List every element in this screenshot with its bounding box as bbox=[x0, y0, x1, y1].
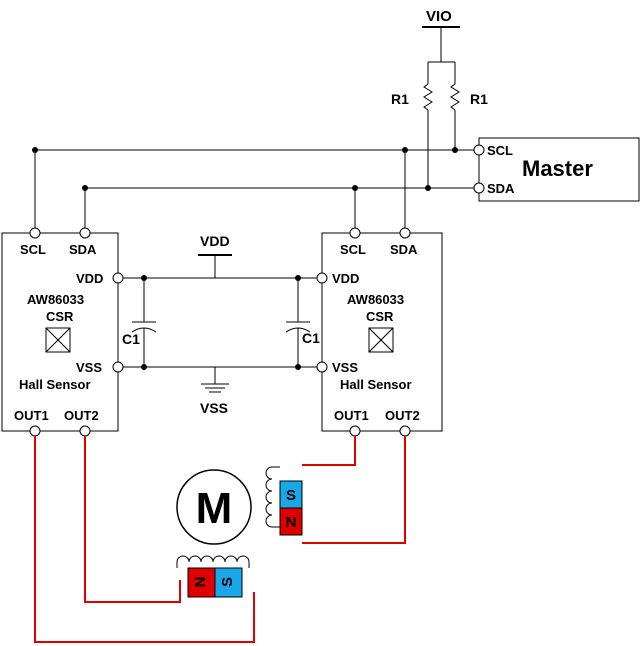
master-label: Master bbox=[522, 156, 593, 181]
part-label: AW86033 bbox=[347, 292, 404, 307]
pole-n-label: N bbox=[286, 514, 297, 531]
resistor-label: R1 bbox=[391, 91, 409, 107]
type-label: Hall Sensor bbox=[340, 377, 412, 392]
type-label: Hall Sensor bbox=[19, 377, 91, 392]
vdd-pin-label: VDD bbox=[76, 271, 103, 286]
vss-label: VSS bbox=[200, 400, 228, 416]
motor-symbol: M bbox=[176, 469, 252, 545]
magnet-right: S N bbox=[265, 466, 303, 536]
pole-n-label: N bbox=[192, 577, 209, 588]
vdd-label: VDD bbox=[200, 233, 230, 249]
variant-label: CSR bbox=[46, 309, 74, 324]
out2-pin-label: OUT2 bbox=[64, 408, 99, 423]
capacitor-c1-left: C1 bbox=[122, 278, 157, 367]
resistor-r1-left: R1 bbox=[391, 83, 433, 188]
pole-n bbox=[279, 507, 303, 536]
vio-label: VIO bbox=[426, 8, 452, 25]
resistor-label: R1 bbox=[470, 91, 488, 107]
vdd-pin-label: VDD bbox=[332, 271, 359, 286]
vss-pin-label: VSS bbox=[332, 360, 358, 375]
out2-pin-label: OUT2 bbox=[385, 408, 420, 423]
pole-n bbox=[187, 567, 216, 598]
pole-s-label: S bbox=[286, 487, 296, 504]
master-scl-pin: SCL bbox=[487, 143, 513, 158]
vio-supply: VIO bbox=[422, 8, 460, 84]
master-device: SCL SDA Master bbox=[473, 137, 640, 202]
scl-pin-label: SCL bbox=[340, 242, 366, 257]
capacitor-label: C1 bbox=[302, 330, 320, 346]
i2c-bus bbox=[32, 147, 475, 228]
out1-pin-label: OUT1 bbox=[334, 408, 369, 423]
hall-sensor-left: SCL SDA VDD AW86033 CSR VSS Hall Sensor … bbox=[1, 227, 124, 437]
variant-label: CSR bbox=[366, 309, 394, 324]
magnet-bottom: N S bbox=[176, 555, 250, 598]
capacitor-c1-right: C1 bbox=[285, 278, 320, 367]
motor-label: M bbox=[196, 484, 233, 533]
power-rails: VDD VSS bbox=[123, 233, 317, 416]
hall-sensor-right: SCL SDA VDD AW86033 CSR VSS Hall Sensor … bbox=[316, 227, 443, 437]
scl-pin-label: SCL bbox=[20, 242, 46, 257]
resistor-r1-right: R1 bbox=[450, 83, 488, 150]
ground-icon bbox=[201, 383, 229, 393]
pole-s bbox=[214, 567, 243, 598]
master-sda-pin: SDA bbox=[487, 181, 515, 196]
capacitor-label: C1 bbox=[122, 331, 140, 347]
vss-pin-label: VSS bbox=[76, 360, 102, 375]
part-label: AW86033 bbox=[27, 292, 84, 307]
chip-icon bbox=[368, 327, 394, 353]
chip-icon bbox=[45, 327, 71, 353]
sda-pin-label: SDA bbox=[390, 242, 418, 257]
pole-s-label: S bbox=[219, 577, 236, 587]
out1-pin-label: OUT1 bbox=[14, 408, 49, 423]
output-wires bbox=[34, 436, 406, 643]
sda-pin-label: SDA bbox=[69, 242, 97, 257]
